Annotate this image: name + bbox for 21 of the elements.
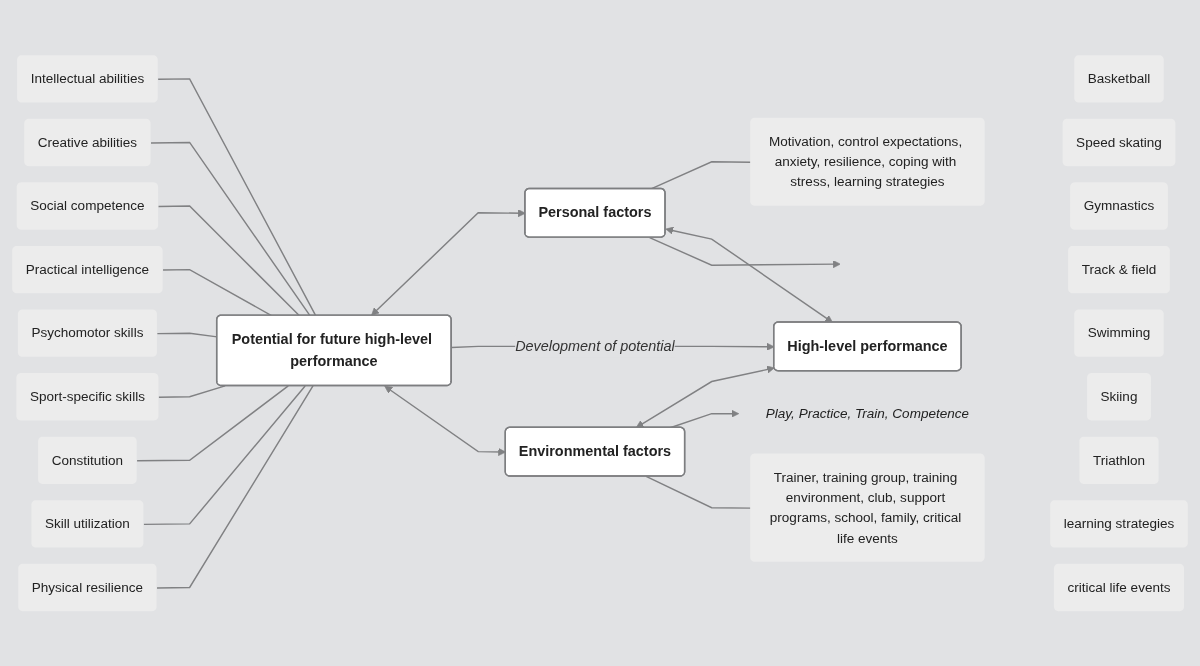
node-box: Social competence xyxy=(16,182,159,230)
node-box: Physical resilience xyxy=(18,563,157,611)
node-box: Constitution xyxy=(38,436,137,484)
arrow xyxy=(648,236,841,268)
connector xyxy=(158,385,226,398)
edge-label: Development of potential xyxy=(515,338,675,354)
node-box: Trainer, training group, training environment, club, support programs, school, family, critical life events xyxy=(750,453,985,562)
node-box: Intellectual abilities xyxy=(17,55,158,103)
node-box: Practical intelligence xyxy=(12,245,163,294)
connector xyxy=(143,385,306,525)
arrow xyxy=(635,365,775,428)
connector xyxy=(136,385,289,462)
connector xyxy=(156,385,314,589)
node-box: Psychomotor skills xyxy=(17,309,157,357)
arrow xyxy=(665,226,833,323)
node-box: Sport-specific skills xyxy=(16,372,159,421)
node-box: Creative abilities xyxy=(24,118,151,166)
node-box: Motivation, control expectations, anxiety, resilience, coping with stress, learning strategies xyxy=(750,117,985,206)
node-box: Skill utilization xyxy=(31,500,144,548)
connector xyxy=(645,475,752,509)
node-text: Play, Practice, Train, Competence xyxy=(765,405,970,421)
